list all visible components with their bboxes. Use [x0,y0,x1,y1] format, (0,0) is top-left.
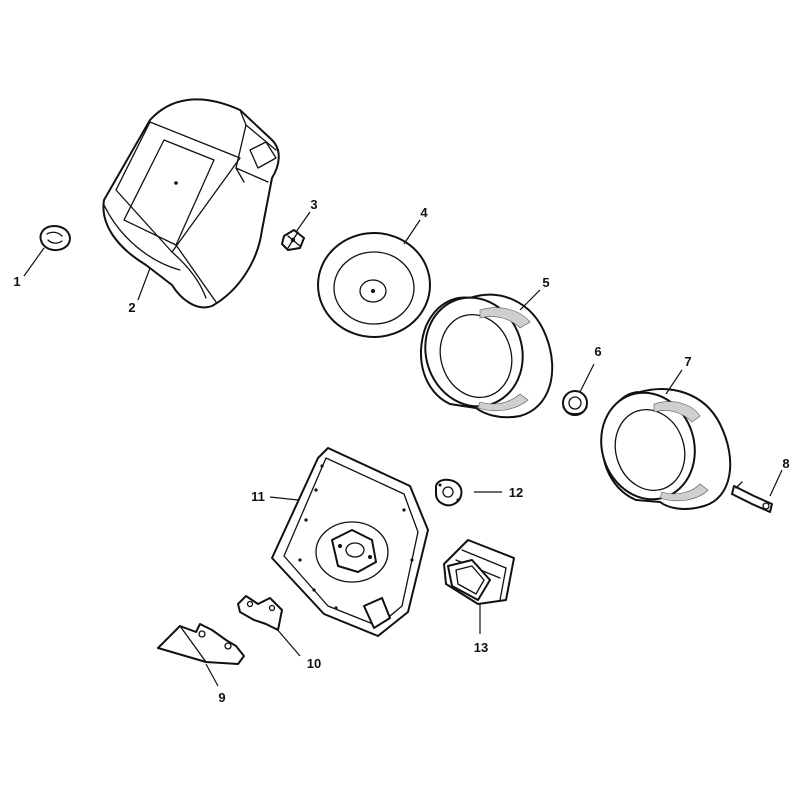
leader-9 [205,663,219,687]
leader-1 [23,247,45,277]
part-10-bracket [237,595,283,631]
callout-12: 12 [509,485,523,500]
part-11-base-plate [271,447,429,637]
part-7-filter-cylinder [600,388,732,510]
callout-11: 11 [251,489,265,504]
part-4-filter-disc [317,232,431,338]
leader-3 [295,211,311,233]
leader-10 [275,627,301,657]
part-1-clip [39,225,71,252]
part-8-clamp [731,481,773,513]
leader-6 [579,363,595,393]
callout-3: 3 [310,197,317,212]
part-5-prefilter-cylinder [419,293,554,419]
part-2-filter-cover [102,98,280,309]
callout-4: 4 [420,205,428,220]
callout-9: 9 [218,690,225,705]
callout-6: 6 [594,344,601,359]
part-13-intake-boot [443,539,515,605]
part-9-shield [157,623,245,665]
leader-5 [519,289,541,311]
leader-lines [23,211,783,687]
callout-10: 10 [307,656,321,671]
callout-numbers: 1 2 3 4 5 6 7 8 9 10 11 12 13 [13,197,789,705]
leader-2 [137,267,151,301]
leader-4 [403,219,421,245]
leader-11 [269,496,299,501]
callout-7: 7 [684,354,691,369]
callout-8: 8 [782,456,789,471]
callout-13: 13 [474,640,488,655]
callout-2: 2 [128,300,135,315]
part-6-grommet [562,390,588,416]
leader-7 [665,369,683,395]
callout-5: 5 [542,275,549,290]
part-3-spring-clip [281,229,305,251]
leader-8 [769,469,783,497]
callout-1: 1 [13,274,20,289]
part-12-gasket [435,478,463,507]
